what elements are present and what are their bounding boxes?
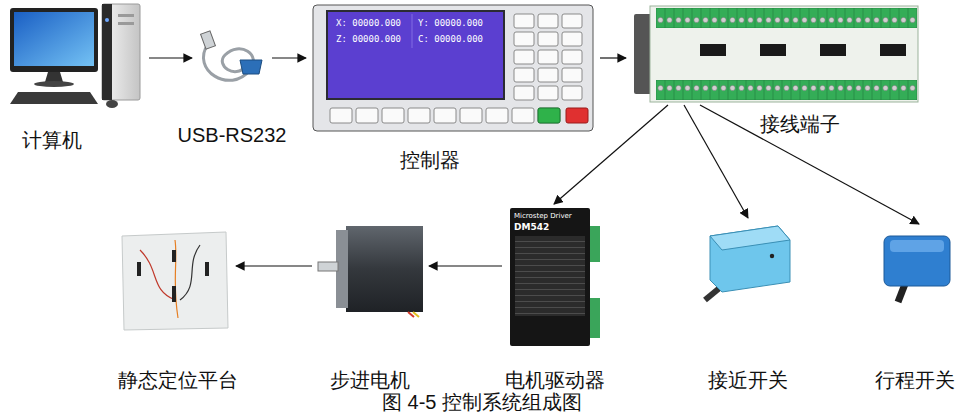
- node-label: 步进电机: [330, 369, 410, 391]
- screen-text: X: 00000.000: [336, 18, 401, 29]
- diagram-node: 行程开关: [875, 228, 960, 391]
- diagram-node: 步进电机: [318, 222, 423, 391]
- node-label: 行程开关: [875, 369, 955, 391]
- screen-text: C: 00000.000: [418, 34, 483, 45]
- diagram-node: 接线端子: [632, 4, 920, 135]
- positioning-platform-illustration: [122, 232, 228, 330]
- connector-arrow: [272, 57, 306, 58]
- node-label: 静态定位平台: [118, 369, 238, 391]
- diagram-node: 接近开关: [703, 222, 793, 391]
- limit-switch-illustration: [884, 236, 950, 302]
- illustration-area: [703, 222, 793, 302]
- screen-text: DM542: [514, 222, 549, 233]
- terminal-board-illustration: [634, 6, 918, 102]
- controller-illustration: [313, 5, 593, 131]
- usb-rs232-cable-illustration: [201, 31, 262, 81]
- illustration-area: [878, 228, 960, 303]
- diagram-node: 控制器: [312, 4, 594, 171]
- node-label: 计算机: [22, 129, 82, 151]
- connector-arrow: [554, 105, 668, 204]
- diagram-node: 电机驱动器: [505, 208, 605, 391]
- illustration-area: [120, 230, 230, 330]
- connector-arrow: [600, 57, 626, 58]
- illustration-area: [8, 2, 143, 112]
- diagram-node: 计算机: [8, 2, 143, 151]
- diagram-node: USB-RS232: [178, 28, 287, 146]
- connector-arrow: [236, 265, 312, 266]
- illustration-area: [318, 222, 423, 317]
- node-label: 控制器: [400, 149, 460, 171]
- computer-illustration: [10, 4, 140, 108]
- node-label: 接近开关: [708, 369, 788, 391]
- connector-arrow: [429, 265, 502, 266]
- connector-arrow: [149, 57, 192, 58]
- motor-driver-illustration: [510, 208, 600, 346]
- figure-caption: 图 4-5 控制系统组成图: [382, 391, 582, 413]
- screen-text: Z: 00000.000: [336, 34, 401, 45]
- proximity-switch-illustration: [705, 226, 790, 300]
- illustration-area: [632, 4, 920, 102]
- node-label: 电机驱动器: [505, 369, 605, 391]
- node-label: 接线端子: [760, 113, 840, 135]
- connector-arrow: [684, 105, 748, 218]
- screen-text: Y: 00000.000: [418, 18, 483, 29]
- connector-arrow: [700, 105, 919, 224]
- node-label: USB-RS232: [178, 124, 287, 146]
- stepper-motor-illustration: [318, 226, 423, 317]
- illustration-area: [198, 28, 266, 90]
- diagram-node: 静态定位平台: [118, 230, 238, 391]
- screen-text: Microstep Driver: [514, 212, 572, 220]
